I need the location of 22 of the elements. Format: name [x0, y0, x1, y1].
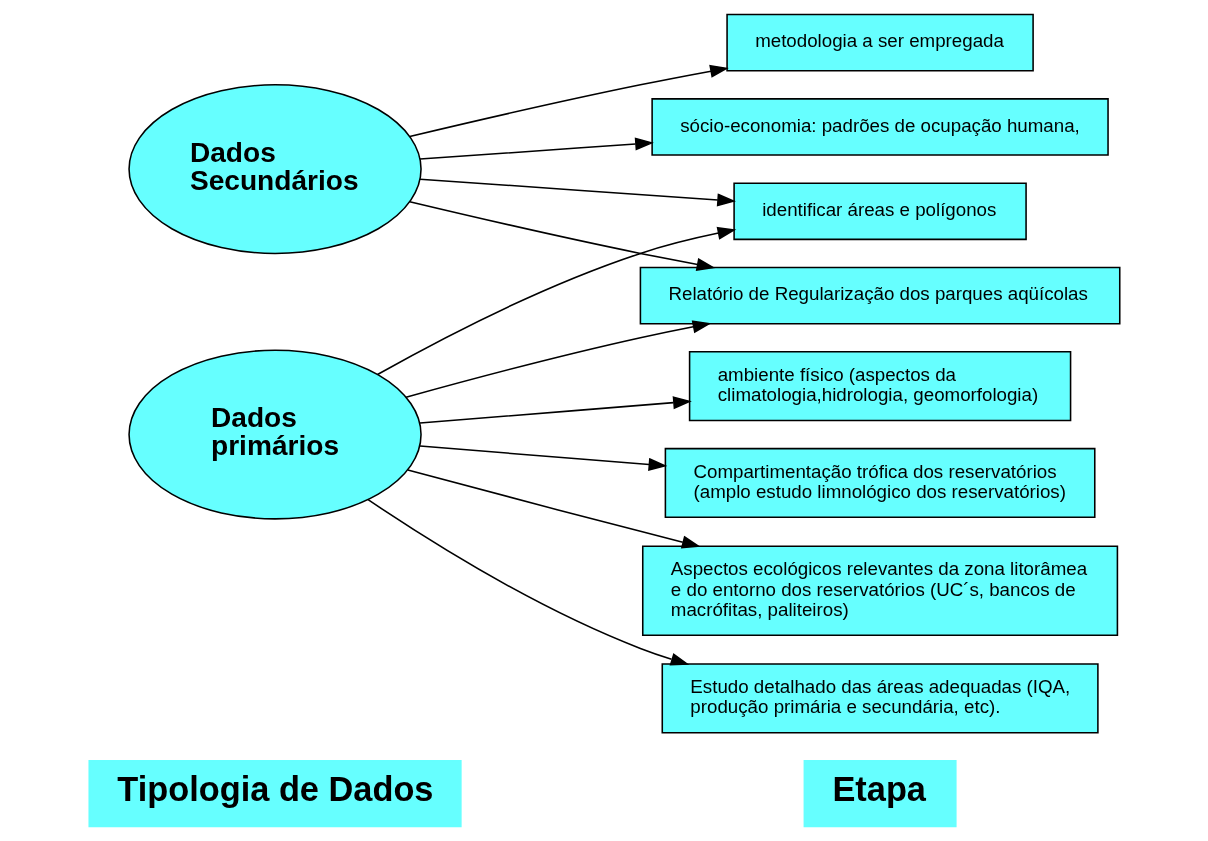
arrow: [404, 320, 711, 399]
arrow: [406, 469, 701, 549]
node-box: metodologia a ser empregada: [725, 13, 1034, 72]
arrow: [408, 200, 715, 271]
arrow: [418, 445, 667, 471]
node-box: Tipologia de Dados: [87, 760, 462, 828]
node-box: Relatório de Regularização dos parques aqüícolas: [639, 266, 1121, 325]
node-box: Compartimentação trófica dos reservatórios (amplo estudo limnológico dos reservatórios): [664, 447, 1096, 519]
node-box: identificar áreas e polígonos: [732, 182, 1027, 241]
node-ellipse: Dados primários: [127, 349, 422, 520]
arrow: [408, 64, 729, 138]
arrow: [418, 137, 654, 160]
node-box: sócio-economia: padrões de ocupação humana,: [650, 98, 1109, 156]
arrow: [366, 498, 689, 666]
arrow: [376, 226, 736, 376]
node-box: Estudo detalhado das áreas adequadas (IQA, produção primária e secundária, etc).: [661, 663, 1099, 734]
arrow: [418, 396, 692, 424]
arrow: [418, 178, 736, 207]
node-box: Etapa: [803, 760, 957, 828]
node-box: Aspectos ecológicos relevantes da zona litorâmea e do entorno dos reservatórios (UC´s, bancos de macrófitas, paliteiros): [641, 545, 1118, 636]
node-ellipse: Dados Secundários: [127, 84, 422, 255]
node-box: ambiente físico (aspectos da climatologia,hidrologia, geomorfologia): [688, 351, 1071, 422]
